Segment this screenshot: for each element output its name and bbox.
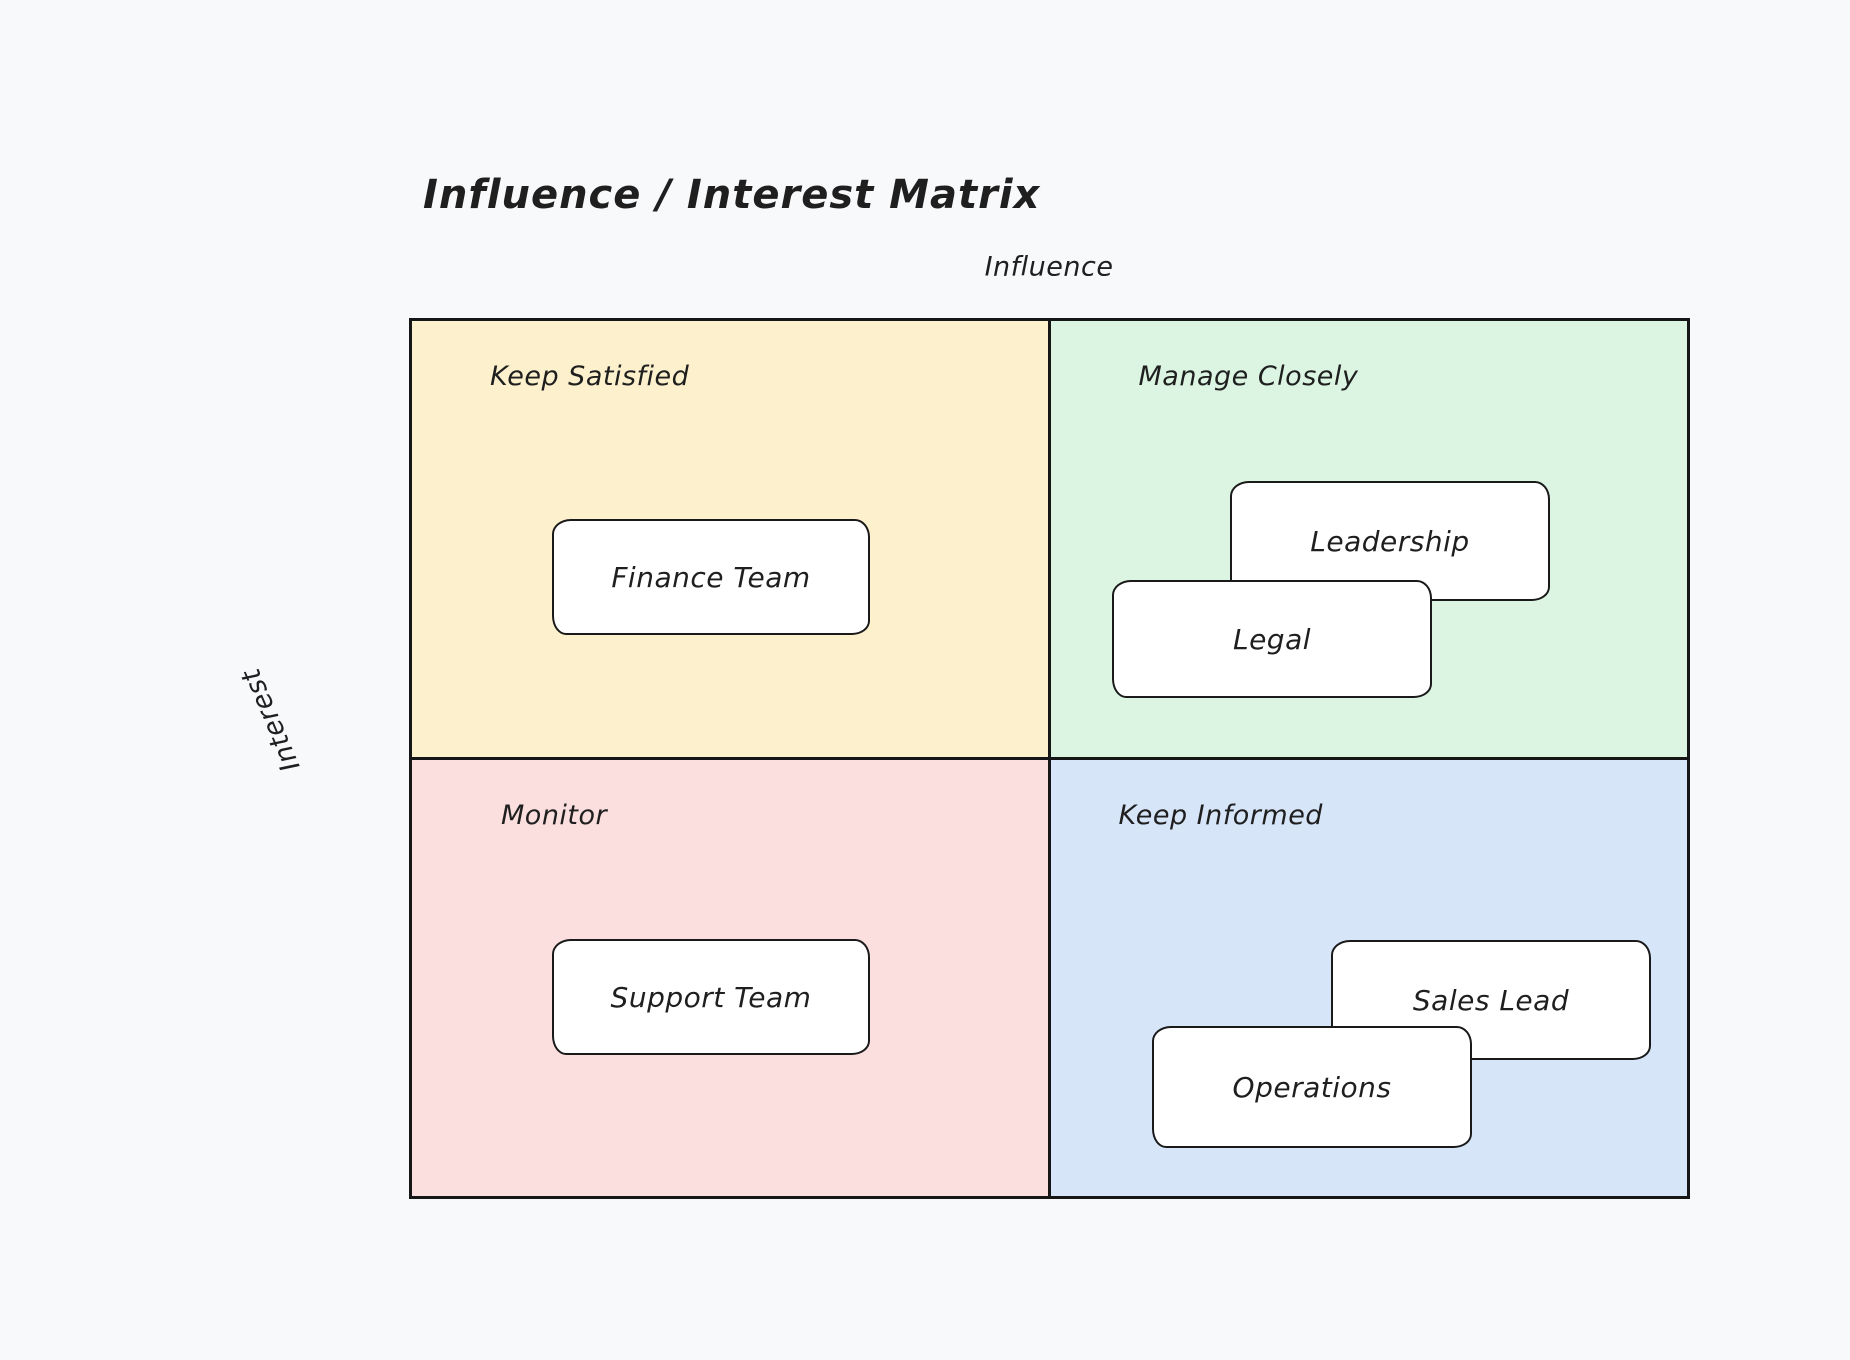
- stakeholder-card-label: Sales Lead: [1412, 983, 1570, 1017]
- quadrant-label-manage-closely: Manage Closely: [1138, 361, 1359, 392]
- stakeholder-card-label: Finance Team: [611, 560, 811, 594]
- diagram-title: Influence / Interest Matrix: [423, 172, 1041, 218]
- x-axis-label-influence: Influence: [984, 251, 1114, 283]
- quadrant-label-keep-informed: Keep Informed: [1118, 799, 1323, 831]
- stakeholder-card-support-team: Support Team: [552, 939, 870, 1055]
- stakeholder-card-label: Leadership: [1310, 524, 1470, 558]
- stakeholder-card-label: Operations: [1232, 1070, 1392, 1104]
- quadrant-matrix: Keep Satisfied Manage Closely Monitor Ke…: [409, 318, 1690, 1199]
- stakeholder-card-operations: Operations: [1152, 1026, 1472, 1148]
- quadrant-label-keep-satisfied: Keep Satisfied: [490, 361, 690, 392]
- stakeholder-card-legal: Legal: [1112, 580, 1432, 698]
- stakeholder-card-label: Legal: [1232, 622, 1312, 656]
- y-axis-label-interest: Interest: [235, 663, 307, 777]
- quadrant-label-monitor: Monitor: [501, 799, 608, 831]
- stakeholder-card-label: Support Team: [610, 980, 812, 1014]
- stakeholder-card-finance-team: Finance Team: [552, 519, 870, 635]
